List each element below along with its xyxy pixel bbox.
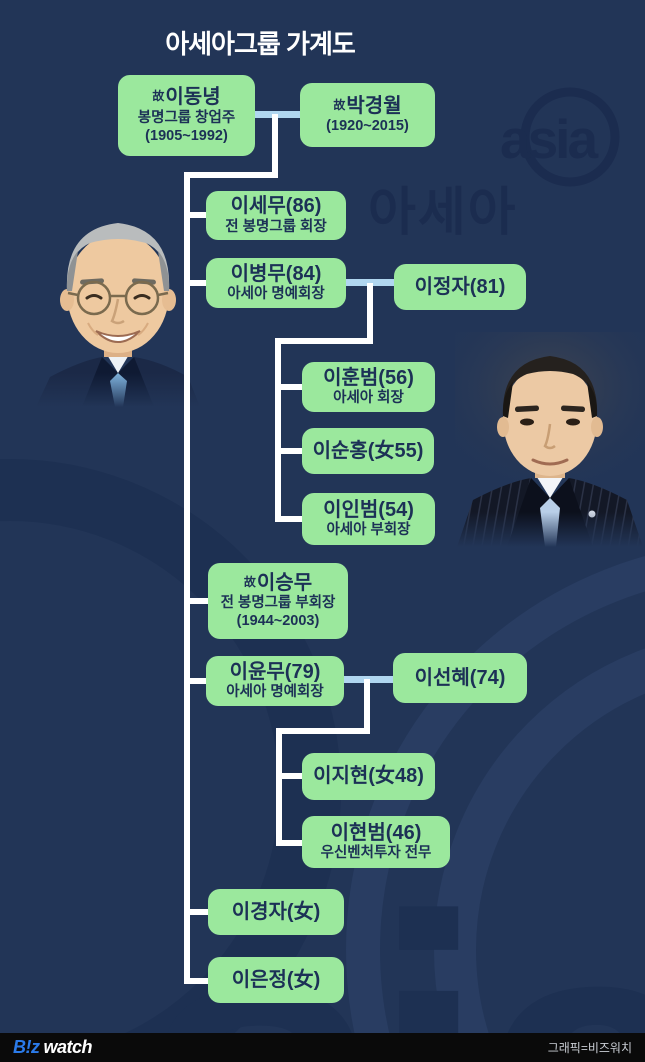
deceased-mark: 故 <box>243 574 256 589</box>
branch-iinbeom <box>275 516 302 522</box>
node-lee-hyeon-beom: 이현범(46) 우신벤처투자 전무 <box>302 816 450 868</box>
branch-isunhong <box>275 448 302 454</box>
couple-line-byeongmu-jeongja <box>346 279 394 286</box>
branch-iseungmu <box>184 598 208 604</box>
branch-ibyeongmu <box>184 280 206 286</box>
person-years: (1920~2015) <box>326 118 409 135</box>
branch-isemu <box>184 212 206 218</box>
person-title: 아세아 명예회장 <box>227 286 325 303</box>
person-name: 이지현(女48) <box>313 765 424 788</box>
branch-ihunbeom <box>275 384 302 390</box>
person-years: (1944~2003) <box>236 613 320 630</box>
branch-ijihyeon <box>276 773 302 779</box>
asea-hangul-watermark: 아세아 <box>368 184 518 242</box>
descent-drop-gen1 <box>272 114 278 178</box>
portrait-photo-left <box>22 223 214 407</box>
person-name: 이훈범(56) <box>323 366 414 389</box>
person-name: 이현범(46) <box>330 821 422 844</box>
person-name: 이승무 <box>256 571 313 594</box>
node-lee-seung-mu: 故이승무 전 봉명그룹 부회장 (1944~2003) <box>208 563 348 639</box>
person-name: 이선혜(74) <box>414 666 506 689</box>
person-title: 아세아 명예회장 <box>226 684 324 701</box>
deceased-mark: 故 <box>333 97 346 112</box>
node-lee-yun-mu: 이윤무(79) 아세아 명예회장 <box>206 656 344 706</box>
node-lee-gyeong-ja: 이경자(女) <box>208 889 344 935</box>
person-name: 이세무(86) <box>230 195 322 218</box>
node-lee-se-mu: 이세무(86) 전 봉명그룹 회장 <box>206 191 346 240</box>
asia-logo-text: asia <box>500 108 598 170</box>
descent-drop-yunmu <box>364 679 370 734</box>
node-lee-eun-jeong: 이은정(女) <box>208 957 344 1003</box>
person-title: 아세아 부회장 <box>326 522 411 539</box>
node-lee-seon-hye: 이선혜(74) <box>393 653 527 703</box>
asia-logo-ring <box>520 87 620 187</box>
bizwatch-logo-biz: B!z <box>13 1037 40 1057</box>
node-lee-sun-hong: 이순홍(女55) <box>302 428 434 474</box>
person-name: 이은정(女) <box>231 968 321 991</box>
branch-iyunmu <box>184 678 206 684</box>
branch-ieunjeong <box>184 978 208 984</box>
portrait-photo-right <box>455 332 645 547</box>
sub-spine-byeongmu <box>275 338 281 522</box>
person-name: 이인범(54) <box>323 498 414 521</box>
person-name: 이윤무(79) <box>229 660 321 683</box>
main-spine <box>184 172 190 984</box>
node-lee-hun-beom: 이훈범(56) 아세아 회장 <box>302 362 435 412</box>
descent-drop-byeongmu <box>367 283 373 344</box>
person-years: (1905~1992) <box>145 127 228 144</box>
swirl-ring-right-outer <box>346 556 645 1062</box>
branch-igyeongja <box>184 909 208 915</box>
descent-horizontal-byeongmu <box>275 338 373 344</box>
descent-horizontal-yunmu <box>276 728 370 734</box>
person-name: 이경자(女) <box>231 900 321 923</box>
person-name: 이동녕 <box>165 86 221 109</box>
person-name: 이정자(81) <box>414 275 506 298</box>
node-lee-ji-hyeon: 이지현(女48) <box>302 753 435 800</box>
node-lee-in-beom: 이인범(54) 아세아 부회장 <box>302 493 435 545</box>
person-title: 아세아 회장 <box>333 390 404 407</box>
person-title: 전 봉명그룹 부회장 <box>220 595 336 612</box>
branch-ihyeonbeom <box>276 840 302 846</box>
sub-spine-yunmu <box>276 728 282 846</box>
deceased-mark: 故 <box>152 89 165 104</box>
person-title: 전 봉명그룹 회장 <box>225 218 327 235</box>
node-lee-jeong-ja: 이정자(81) <box>394 264 526 310</box>
node-lee-dong-nyeong: 故이동녕 봉명그룹 창업주 (1905~1992) <box>118 75 255 156</box>
node-park-gyeong-wol: 故박경월 (1920~2015) <box>300 83 435 147</box>
person-name: 이병무(84) <box>230 262 322 285</box>
person-title: 우신벤처투자 전무 <box>320 845 432 862</box>
graphic-credit: 그래픽=비즈워치 <box>547 1041 632 1055</box>
person-name: 이순홍(女55) <box>312 439 424 462</box>
person-title: 봉명그룹 창업주 <box>137 109 236 126</box>
bizwatch-logo-watch: watch <box>43 1037 93 1057</box>
descent-horizontal-gen1 <box>184 172 278 178</box>
swirl-ring-right-inner <box>434 648 645 1062</box>
node-lee-byeong-mu: 이병무(84) 아세아 명예회장 <box>206 258 346 308</box>
page-title: 아세아그룹 가계도 <box>165 29 356 59</box>
person-name: 박경월 <box>346 94 402 117</box>
